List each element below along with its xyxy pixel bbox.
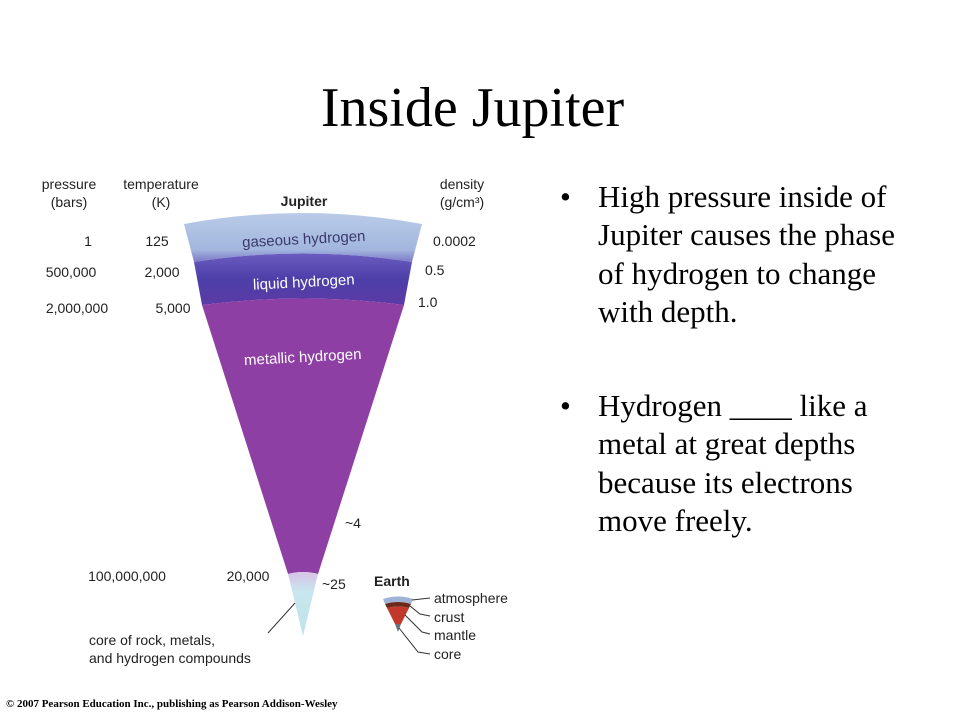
temperature-unit: (K) <box>152 194 171 210</box>
earth-callout-line <box>409 605 431 617</box>
density-value: 0.0002 <box>433 233 476 249</box>
pressure-value: 500,000 <box>46 264 97 280</box>
earth-atmosphere <box>383 596 413 604</box>
density-unit: (g/cm³) <box>440 194 484 210</box>
earth-layer-label: atmosphere <box>434 590 508 606</box>
bullet-text: Hydrogen ____ like a metal at great dept… <box>598 388 868 538</box>
temperature-header: temperature <box>123 176 199 192</box>
earth-core <box>395 624 401 632</box>
density-header: density <box>440 176 484 192</box>
core-label: core of rock, metals, <box>89 632 215 648</box>
earth-mantle <box>387 606 409 624</box>
earth-callout-line <box>404 614 431 635</box>
jupiter-core <box>288 572 318 636</box>
bullet-dot: • <box>560 388 571 424</box>
core-callout-line <box>267 602 296 634</box>
jupiter-header: Jupiter <box>281 193 328 209</box>
pressure-unit: (bars) <box>51 194 88 210</box>
bullet-dot: • <box>560 179 571 214</box>
liquid-hydrogen-layer <box>194 253 412 305</box>
liquid-hydrogen-label: liquid hydrogen <box>253 271 356 293</box>
density-value-deep: ~4 <box>345 515 361 531</box>
earth-title: Earth <box>374 573 410 589</box>
temperature-value: 125 <box>145 233 169 249</box>
pressure-header: pressure <box>42 176 97 192</box>
density-value: 1.0 <box>418 294 438 310</box>
earth-crust <box>385 602 411 608</box>
core-label: and hydrogen compounds <box>89 650 251 666</box>
earth-callout-line <box>398 627 431 655</box>
temperature-value: 5,000 <box>155 300 190 316</box>
temperature-value: 2,000 <box>144 264 179 280</box>
pressure-value: 2,000,000 <box>46 300 108 316</box>
bullet-item: • Hydrogen ____ like a metal at great de… <box>560 387 905 540</box>
metallic-hydrogen-label: metallic hydrogen <box>244 346 362 369</box>
gaseous-hydrogen-layer <box>184 213 422 262</box>
jupiter-interior-diagram: pressure (bars) temperature (K) Jupiter … <box>42 176 508 666</box>
earth-layer-label: crust <box>434 609 464 625</box>
slide-title: Inside Jupiter <box>320 77 625 139</box>
bullet-item: • High pressure inside of Jupiter causes… <box>560 178 905 331</box>
temperature-value-core: 20,000 <box>227 568 270 584</box>
density-value: 0.5 <box>425 262 445 278</box>
pressure-value-core: 100,000,000 <box>88 568 166 584</box>
density-value-core: ~25 <box>322 576 346 592</box>
metallic-hydrogen-layer <box>202 298 404 574</box>
earth-layer-label: core <box>434 646 461 662</box>
pressure-value: 1 <box>84 233 92 249</box>
bullet-text: High pressure inside of Jupiter causes t… <box>598 179 895 329</box>
bullet-list: • High pressure inside of Jupiter causes… <box>560 178 905 596</box>
gaseous-hydrogen-label: gaseous hydrogen <box>242 228 366 251</box>
earth-layer-label: mantle <box>434 627 476 643</box>
copyright-footer: © 2007 Pearson Education Inc., publishin… <box>6 698 338 710</box>
earth-callout-line <box>411 597 431 601</box>
